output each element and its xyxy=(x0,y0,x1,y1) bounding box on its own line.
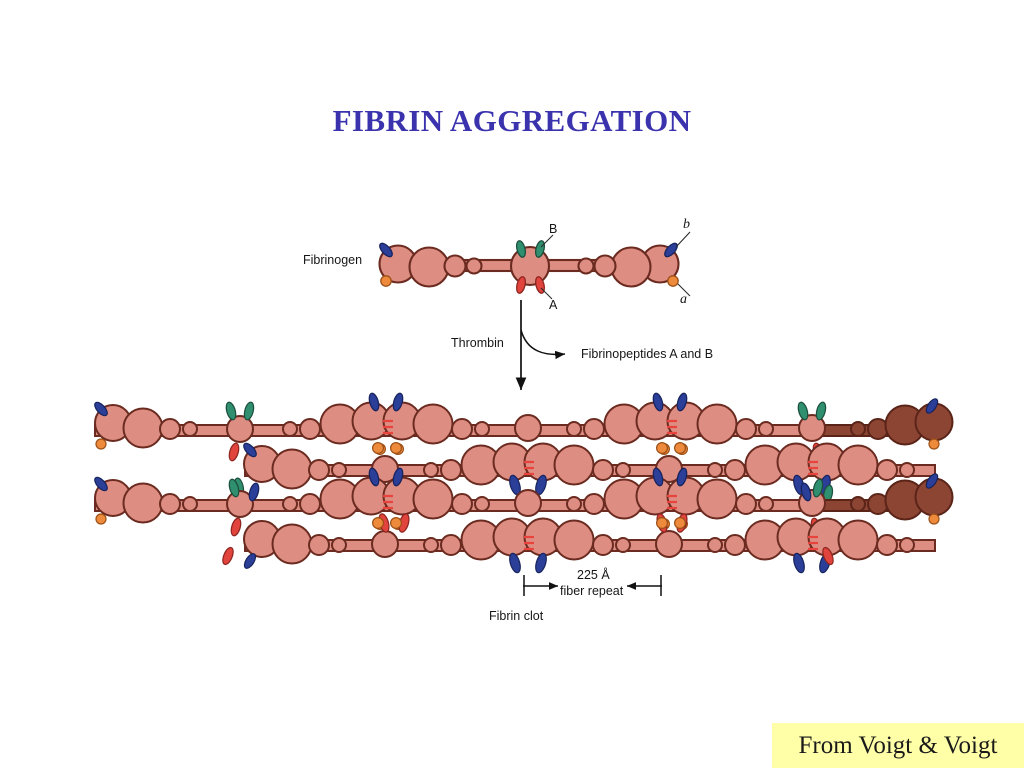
crosslink-marks xyxy=(383,419,677,435)
thrombin-label: Thrombin xyxy=(451,336,504,350)
fibrinopeptides-label: Fibrinopeptides A and B xyxy=(581,347,713,361)
fiber-repeat-measure: 225 Å fiber repeat xyxy=(523,567,662,598)
knob-b-markers xyxy=(379,242,678,258)
protofibril-row-1 xyxy=(94,392,954,462)
fibrin-clot-network xyxy=(94,392,954,574)
knob-a-label: a xyxy=(680,292,687,307)
fibrinogen-label: Fibrinogen xyxy=(303,253,362,267)
knob-b-label: b xyxy=(683,217,690,232)
citation-box: From Voigt & Voigt xyxy=(772,723,1024,768)
fibrinogen-group: Fibrinogen xyxy=(303,217,691,312)
fibrin-aggregation-figure: Fibrinogen xyxy=(94,217,954,623)
fiber-repeat-value: 225 Å xyxy=(577,567,610,582)
knob-a-markers xyxy=(380,275,679,287)
protofibril-row-3 xyxy=(94,467,954,537)
fibrinogen-molecule xyxy=(378,244,680,288)
citation-text: From Voigt & Voigt xyxy=(798,732,998,759)
thrombin-reaction: Thrombin Fibrinopeptides A and B xyxy=(451,300,713,391)
fibrin-clot-label: Fibrin clot xyxy=(489,609,544,623)
site-b-label: B xyxy=(549,222,557,236)
site-b-markers xyxy=(515,240,546,258)
page-title: FIBRIN AGGREGATION xyxy=(332,103,692,138)
fibrinopeptide-branch-arrow xyxy=(520,329,566,360)
callout-lines xyxy=(540,231,691,300)
site-a-markers xyxy=(515,276,546,294)
site-a-label: A xyxy=(549,298,558,312)
protofibril-row-4 xyxy=(222,513,936,574)
fiber-repeat-caption: fiber repeat xyxy=(560,584,624,598)
